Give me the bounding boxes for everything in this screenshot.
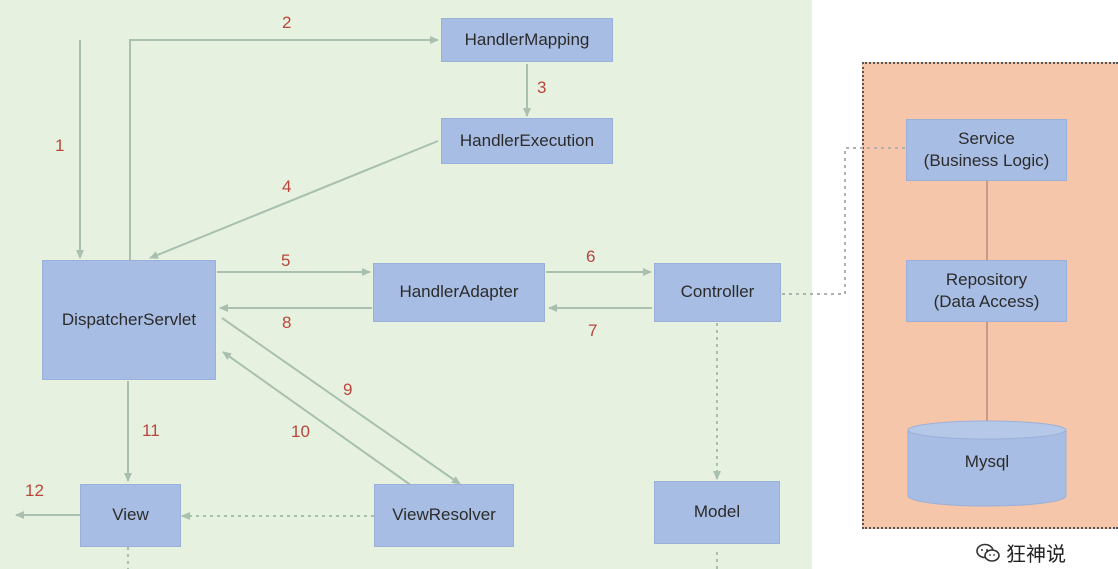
handler-execution-box: HandlerExecution [441, 118, 613, 164]
step-12: 12 [25, 481, 44, 500]
step-8: 8 [282, 313, 292, 332]
step-2: 2 [282, 13, 292, 32]
handler-adapter-box: HandlerAdapter [373, 263, 545, 322]
arrow-10 [222, 351, 413, 487]
view-box: View [80, 484, 181, 547]
step-5: 5 [281, 251, 291, 270]
step-3: 3 [537, 78, 547, 97]
arrow-4 [149, 140, 439, 259]
arrow-9 [221, 317, 461, 485]
step-11: 11 [142, 421, 160, 440]
model-box: Model [654, 481, 780, 544]
watermark: 狂神说 [976, 538, 1066, 567]
repository-box: Repository (Data Access) [906, 260, 1067, 322]
step-4: 4 [282, 177, 292, 196]
handler-mapping-box: HandlerMapping [441, 18, 613, 62]
view-resolver-box: ViewResolver [374, 484, 514, 547]
controller-box: Controller [654, 263, 781, 322]
dotted-controller-service [782, 147, 905, 295]
step-7: 7 [588, 321, 598, 340]
step-6: 6 [586, 247, 596, 266]
step-9: 9 [343, 380, 353, 399]
step-10: 10 [291, 422, 310, 441]
arrow-2 [129, 36, 439, 260]
step-1: 1 [55, 136, 65, 155]
watermark-text: 狂神说 [1006, 544, 1066, 566]
mysql-cylinder-icon [907, 420, 1067, 507]
service-box: Service (Business Logic) [906, 119, 1067, 181]
wechat-icon [976, 543, 1000, 562]
dispatcher-servlet-box: DispatcherServlet [42, 260, 216, 380]
mysql-label: Mysql [964, 452, 1010, 471]
